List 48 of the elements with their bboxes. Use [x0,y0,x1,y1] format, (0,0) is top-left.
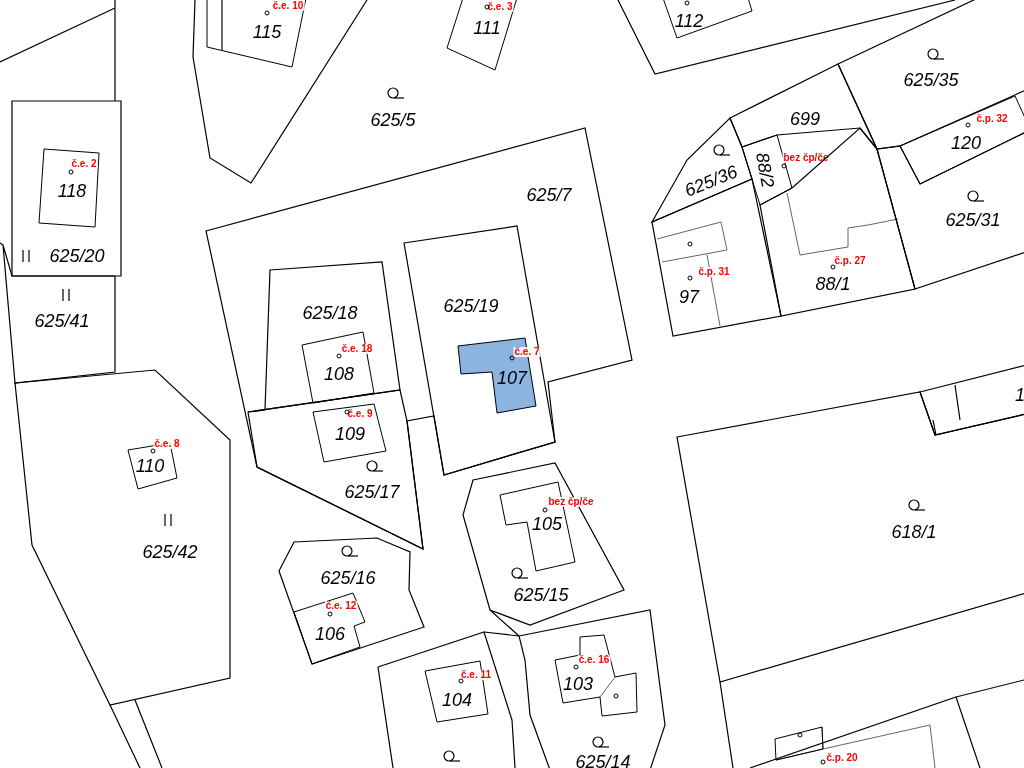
house-number-label: č.p. 32 [975,114,1009,124]
parcel-number: 625/5 [370,111,416,129]
house-number-label: č.p. 20 [825,753,859,763]
parcel-number: 625/41 [34,312,90,330]
house-number-label: č.e. 7 [513,347,541,357]
parcel-number: 120 [951,134,981,152]
parcel-number: 105 [532,515,562,533]
house-number-label: bez čp/če [547,497,595,507]
house-number-label: č.e. 12 [324,601,358,611]
parcel-number: 112 [674,12,704,30]
parcel-number: 107 [497,369,527,387]
parcel-number: 111 [473,19,501,37]
parcel-number: 103 [563,675,593,693]
parcel-number: 110 [135,457,165,475]
parcel-number: 108 [324,365,354,383]
parcel-number: 625/7 [526,186,572,204]
house-number-label: č.e. 16 [577,655,611,665]
parcel-number: 625/18 [302,304,358,322]
parcel-number: 97 [679,288,699,306]
house-number-label: č.p. 31 [697,267,731,277]
house-number-label: č.e. 2 [70,159,98,169]
parcel-number: 625/14 [575,753,631,768]
parcel-number: 625/15 [513,586,569,604]
parcel-number: 618/1 [891,523,937,541]
parcel-number: 625/31 [945,211,1001,229]
parcel-number: 625/16 [320,569,376,587]
parcel-number: 625/20 [49,247,105,265]
house-number-label: bez čp/če [782,153,830,163]
parcel-number: 625/19 [443,297,499,315]
parcel-number: 88/2 [753,151,777,189]
parcel-number: 88/1 [815,275,851,293]
parcel-number: 115 [252,23,282,41]
house-number-label: č.e. 9 [346,409,374,419]
house-number-label: č.e. 18 [340,344,374,354]
house-number-label: č.e. 3 [486,2,514,12]
parcel-number: 699 [790,110,820,128]
parcel-number: 104 [442,691,472,709]
parcel-number: 625/17 [344,483,400,501]
parcel-number: 1 [1015,386,1024,404]
house-number-label: č.e. 10 [271,1,305,11]
house-number-label: č.e. 11 [460,670,492,680]
house-number-label: č.p. 27 [833,256,867,266]
parcel-number: 625/42 [142,543,198,561]
parcel-number: 109 [335,425,365,443]
house-number-label: č.e. 8 [153,439,181,449]
parcel-number: 106 [315,625,345,643]
parcel-number: 118 [57,182,87,200]
parcel-number: 625/35 [903,71,959,89]
